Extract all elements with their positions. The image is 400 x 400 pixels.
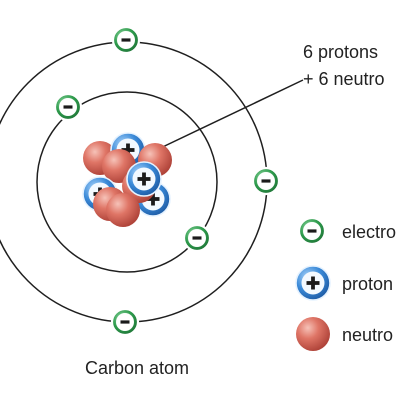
neutron-legend-icon	[296, 317, 330, 351]
electron-icon	[111, 25, 141, 55]
legend-proton-label: proton	[342, 274, 393, 294]
legend: electro proton neutro	[295, 216, 396, 351]
diagram-caption: Carbon atom	[85, 358, 189, 378]
electron-icon	[53, 92, 83, 122]
electron-icon	[251, 166, 281, 196]
legend-neutron-label: neutro	[342, 325, 393, 345]
callout-protons-label: 6 protons	[303, 42, 378, 62]
proton-legend-icon	[295, 265, 331, 301]
inner-orbit	[36, 91, 218, 273]
electron-icon	[110, 307, 140, 337]
electron-legend-icon	[297, 216, 327, 246]
neutron-icon	[106, 193, 140, 227]
callout-leader-line	[149, 79, 304, 154]
legend-electron-label: electro	[342, 222, 396, 242]
proton-icon	[126, 161, 162, 197]
nucleus	[82, 132, 172, 227]
electron-icon	[182, 223, 212, 253]
callout-neutrons-label: + 6 neutro	[303, 69, 385, 89]
